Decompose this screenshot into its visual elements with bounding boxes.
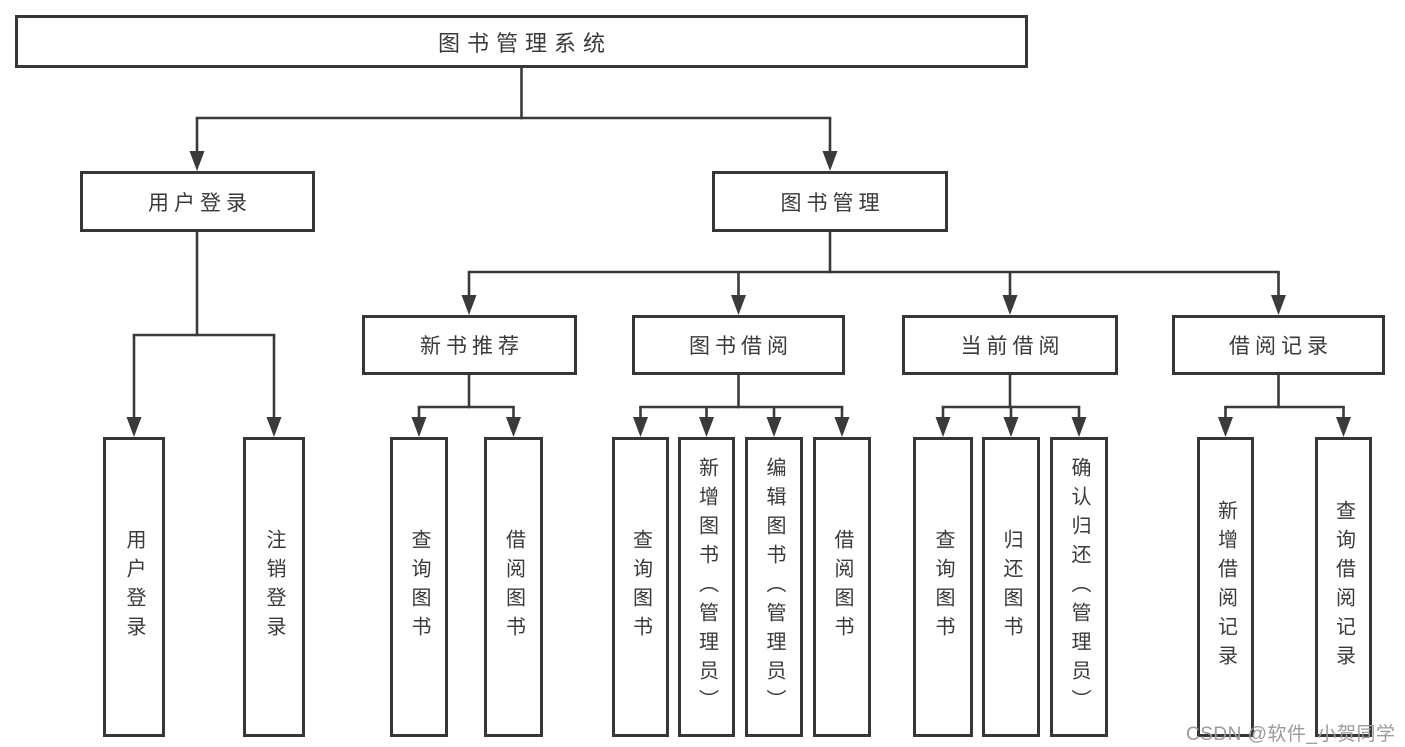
node-label: 查询借阅记录 — [1332, 500, 1355, 674]
node-book-management: 图书管理 — [712, 171, 948, 232]
node-add-books-admin: 新增图书（管理员） — [678, 437, 735, 737]
node-library-management-system: 图书管理系统 — [15, 15, 1028, 68]
node-label: 新增图书（管理员） — [695, 456, 718, 718]
node-label: 查询图书 — [408, 529, 430, 645]
node-label: 查询图书 — [932, 529, 954, 645]
node-label: 新增借阅记录 — [1214, 500, 1237, 674]
node-query-borrow-record: 查询借阅记录 — [1315, 437, 1372, 737]
node-label: 借阅记录 — [1229, 335, 1333, 358]
node-borrow-books-borrowing: 借阅图书 — [813, 437, 871, 737]
node-label: 新书推荐 — [420, 335, 524, 358]
node-borrowing-records: 借阅记录 — [1172, 315, 1385, 375]
node-label: 当前借阅 — [960, 335, 1065, 358]
node-label: 借阅图书 — [502, 529, 525, 645]
node-query-books-current: 查询图书 — [913, 437, 973, 737]
node-query-books-recommend: 查询图书 — [390, 437, 448, 737]
node-add-borrow-record: 新增借阅记录 — [1197, 437, 1254, 737]
node-label: 图书管理 — [780, 191, 885, 215]
node-label: 确认归还（管理员） — [1068, 456, 1090, 718]
node-user-login: 用户登录 — [103, 437, 165, 737]
node-borrow-books-recommend: 借阅图书 — [484, 437, 543, 737]
node-new-book-recommendation: 新书推荐 — [362, 315, 577, 375]
node-label: 编辑图书（管理员） — [763, 456, 785, 718]
node-edit-books-admin: 编辑图书（管理员） — [745, 437, 803, 737]
node-label: 用户登录 — [148, 191, 252, 215]
node-return-books: 归还图书 — [982, 437, 1040, 737]
node-book-borrowing: 图书借阅 — [632, 315, 845, 375]
node-label: 注销登录 — [263, 529, 285, 645]
node-label: 查询图书 — [629, 529, 652, 645]
node-label: 归还图书 — [1000, 529, 1022, 645]
node-current-borrowing: 当前借阅 — [902, 315, 1118, 375]
node-label: 图书管理系统 — [437, 30, 612, 56]
node-confirm-return-admin: 确认归还（管理员） — [1050, 437, 1108, 737]
node-label: 用户登录 — [123, 529, 145, 645]
node-logout: 注销登录 — [243, 437, 305, 737]
node-label: 图书借阅 — [689, 335, 793, 358]
csdn-watermark: CSDN @软件_小贺同学 — [1186, 724, 1396, 745]
node-user-login-group: 用户登录 — [80, 171, 315, 232]
node-query-books-borrowing: 查询图书 — [612, 437, 669, 737]
node-label: 借阅图书 — [831, 529, 853, 645]
